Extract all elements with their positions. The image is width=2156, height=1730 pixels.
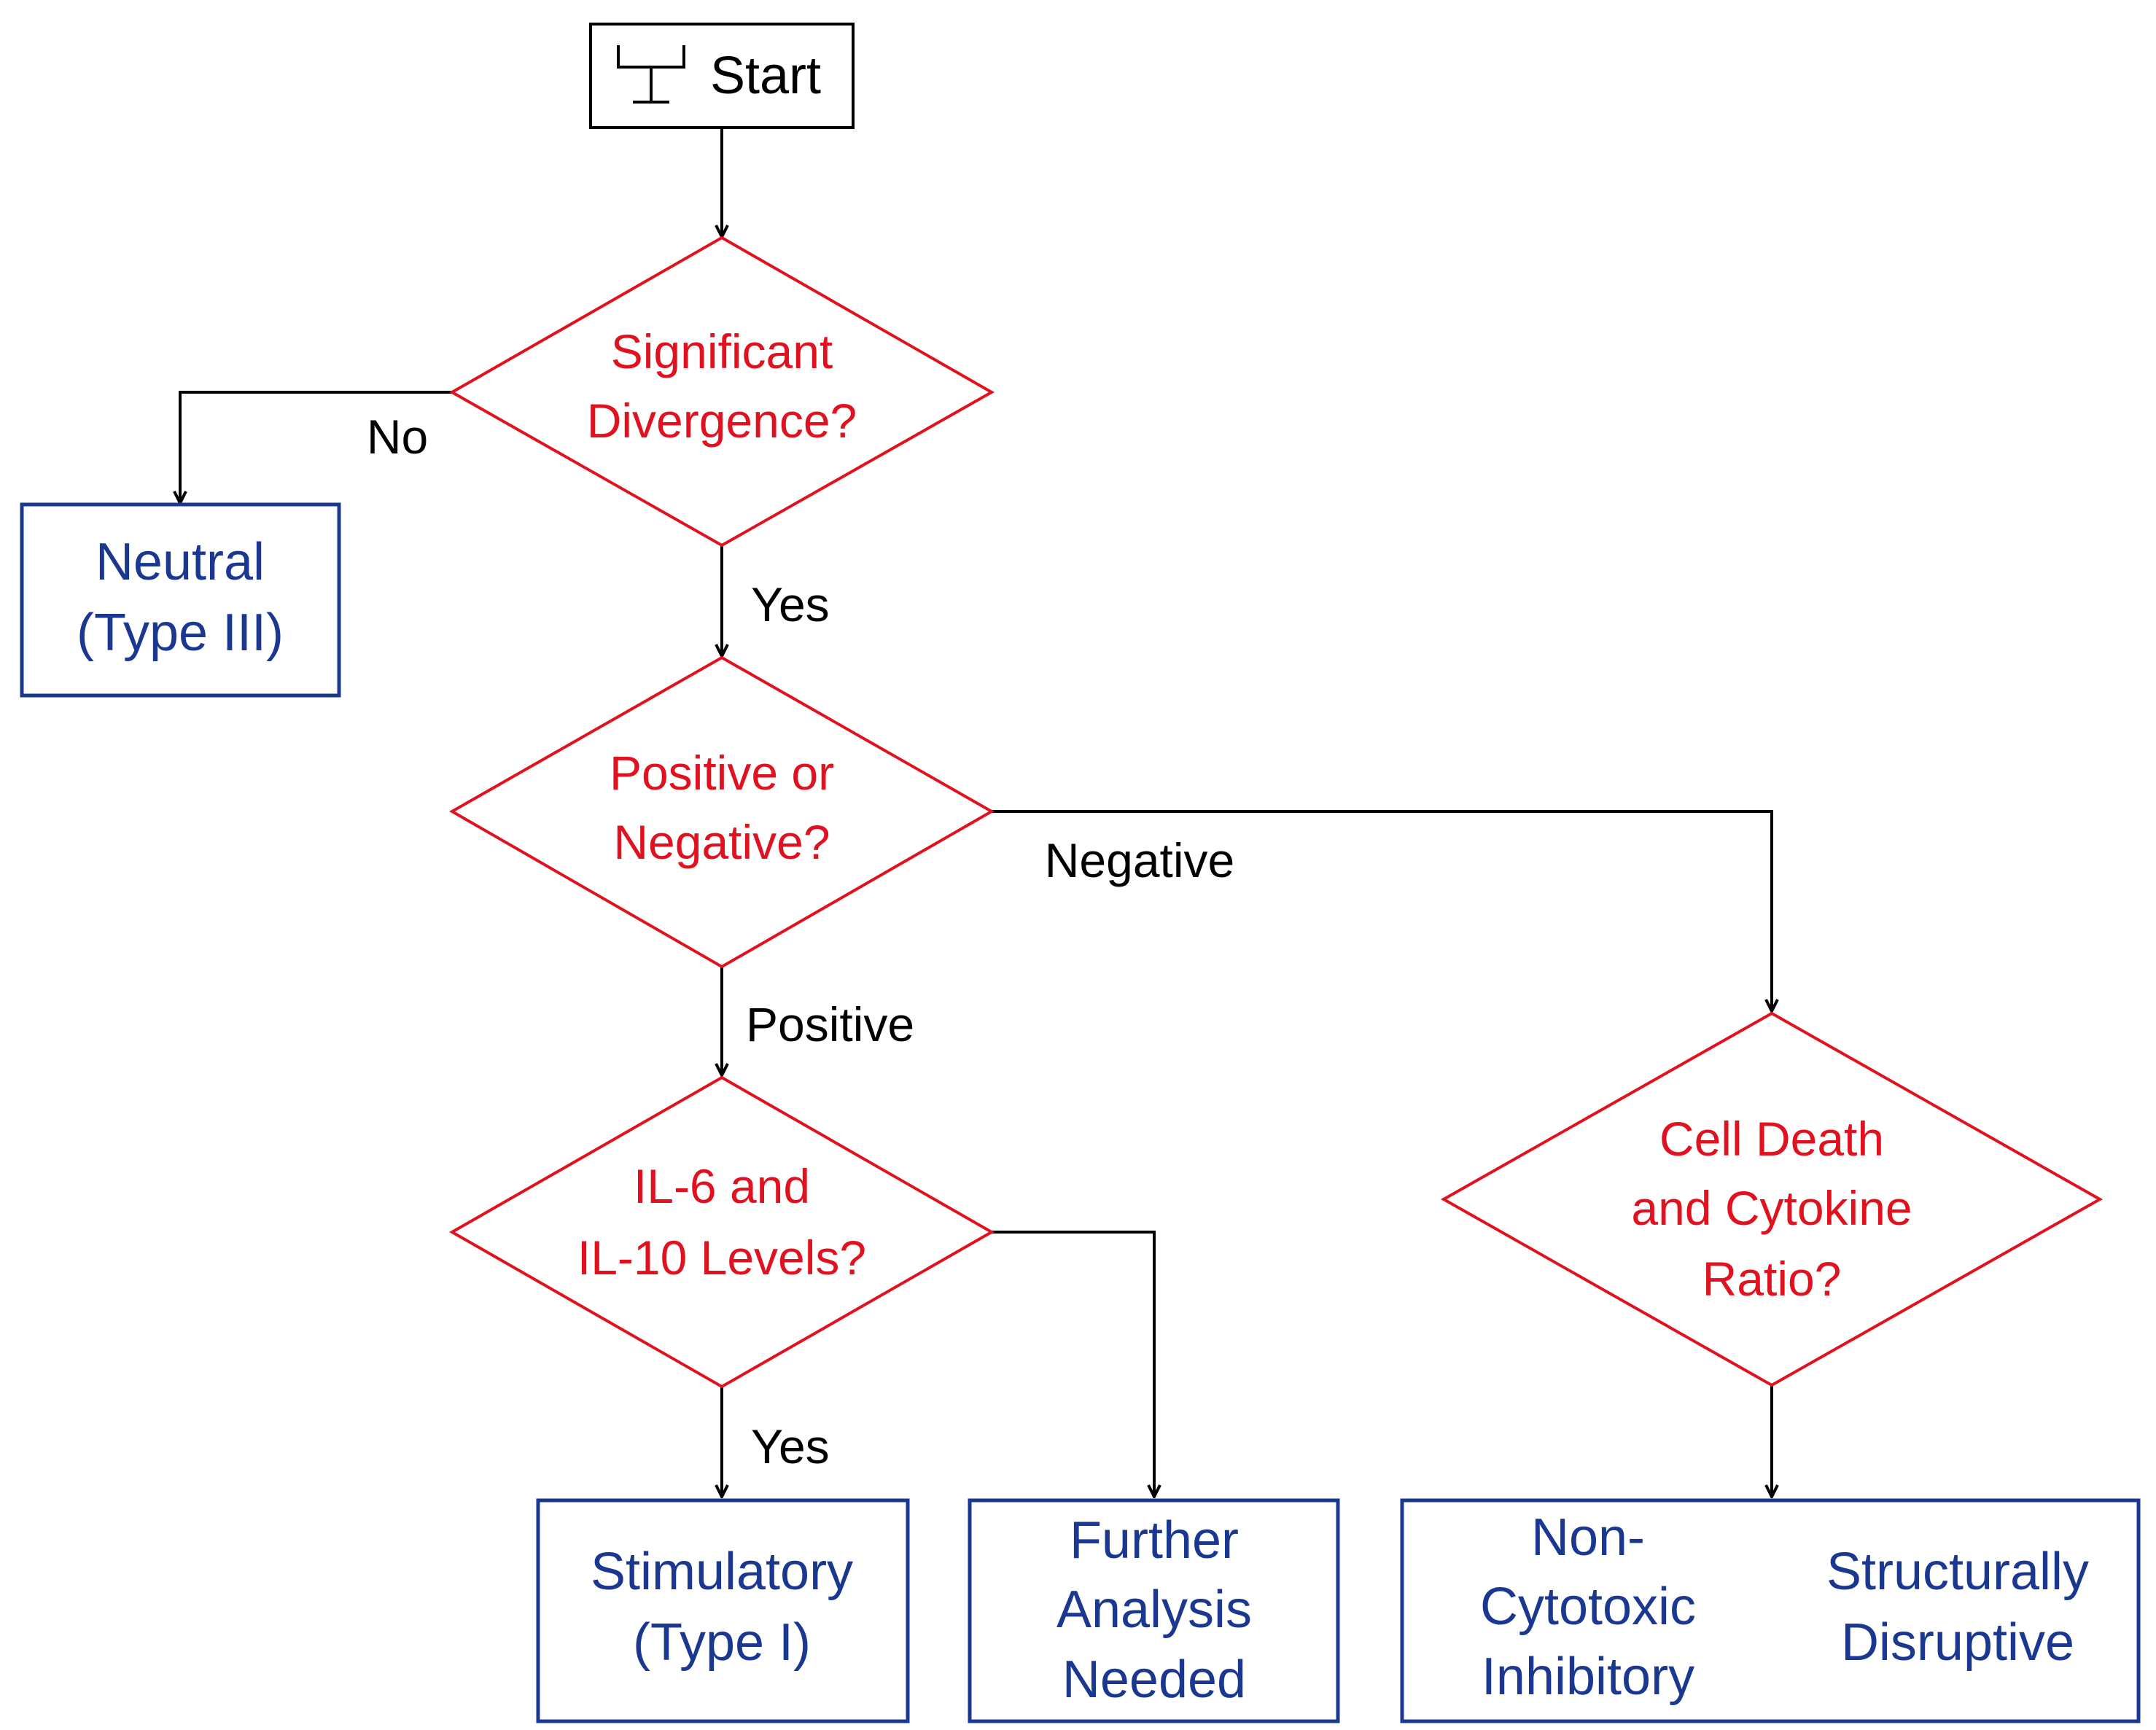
decision-line-2: IL-10 Levels? — [577, 1231, 866, 1285]
outcome-box — [20, 502, 341, 698]
outcome-line-3: Inhibitory — [1482, 1648, 1694, 1706]
start-symbol-icon — [617, 45, 685, 104]
connectors — [180, 128, 1772, 1497]
outcome-line-1: Non- — [1531, 1508, 1645, 1567]
outcome-line-1: Neutral — [96, 533, 265, 591]
edge-divergence-no — [180, 391, 452, 503]
edge-label-negative: Negative — [1045, 833, 1235, 887]
decision-il-levels: IL-6 and IL-10 Levels? — [448, 1075, 995, 1389]
start-node: Start — [589, 23, 855, 129]
decision-line-1: IL-6 and — [634, 1159, 810, 1213]
outcome-stimulatory: Stimulatory (Type I) — [536, 1498, 910, 1723]
decision-significant-divergence: Significant Divergence? — [448, 235, 995, 548]
decision-cell-death-cytokine-ratio: Cell Death and Cytokine Ratio? — [1440, 1011, 2104, 1387]
decision-line-1: Significant — [611, 324, 833, 378]
outcome-line-1: Structurally — [1826, 1543, 2089, 1601]
outcome-line-2: (Type I) — [633, 1613, 811, 1672]
edge-interleukin-other — [992, 1231, 1154, 1497]
decision-line-3: Ratio? — [1702, 1252, 1842, 1306]
decision-positive-or-negative: Positive or Negative? — [448, 655, 995, 969]
decision-line-1: Positive or — [610, 746, 834, 800]
outcome-structurally-disruptive: Structurally Disruptive — [1826, 1543, 2089, 1672]
decision-line-1: Cell Death — [1659, 1112, 1884, 1166]
outcome-line-1: Further — [1070, 1511, 1239, 1570]
outcome-box — [1400, 1498, 2141, 1723]
outcome-negative-results: Non- Cytotoxic Inhibitory Structurally D… — [1400, 1498, 2141, 1723]
start-label: Start — [710, 47, 821, 105]
outcome-line-2: Cytotoxic — [1480, 1578, 1696, 1636]
edge-label-yes-2: Yes — [751, 1419, 830, 1473]
decision-line-2: and Cytokine — [1631, 1181, 1912, 1235]
outcome-line-2: Disruptive — [1841, 1613, 2074, 1672]
decision-line-2: Divergence? — [587, 394, 857, 448]
edge-label-yes-1: Yes — [751, 577, 830, 631]
edge-label-no: No — [367, 410, 428, 464]
outcome-box — [968, 1498, 1340, 1723]
outcome-non-cytotoxic-inhibitory: Non- Cytotoxic Inhibitory — [1480, 1508, 1696, 1706]
outcome-further-analysis: Further Analysis Needed — [968, 1498, 1340, 1723]
decision-diamond — [448, 1075, 995, 1389]
edge-label-positive: Positive — [746, 997, 914, 1051]
outcome-neutral: Neutral (Type III) — [20, 502, 341, 698]
decision-diamond — [448, 235, 995, 548]
decision-diamond — [1440, 1011, 2104, 1387]
edge-sign-negative — [992, 810, 1772, 1011]
outcome-line-3: Needed — [1062, 1651, 1246, 1709]
start-box — [589, 23, 855, 129]
outcome-box — [536, 1498, 910, 1723]
outcome-line-1: Stimulatory — [591, 1543, 853, 1601]
decision-line-2: Negative? — [613, 815, 830, 869]
outcome-line-2: (Type III) — [77, 604, 284, 662]
decision-diamond — [448, 655, 995, 969]
outcome-line-2: Analysis — [1056, 1581, 1252, 1639]
